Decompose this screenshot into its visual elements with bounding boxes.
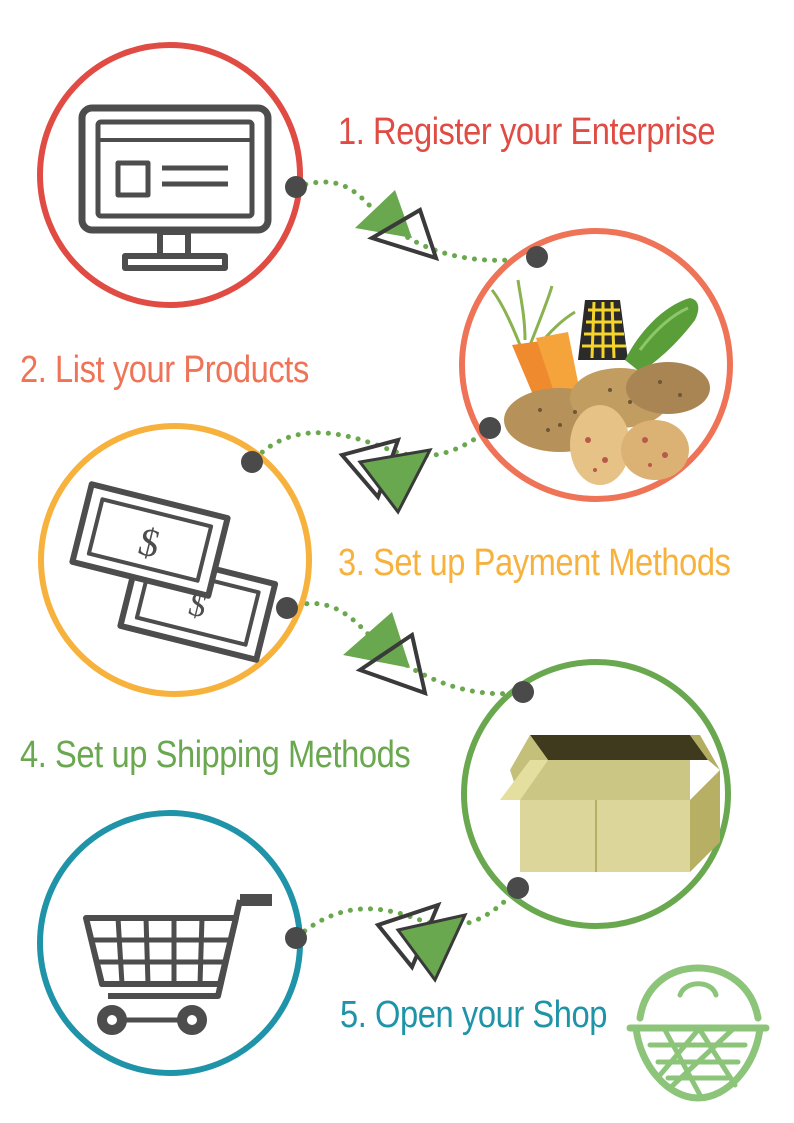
arrow-4-outline-b (395, 912, 468, 983)
arrow-2 (338, 437, 433, 515)
shopping-cart-icon (83, 894, 272, 1035)
step-3-label: 3. Set up Payment Methods (338, 542, 731, 584)
step-1-label: 1. Register your Enterprise (338, 111, 716, 153)
dot-1b (526, 246, 548, 268)
computer-monitor-icon (78, 104, 272, 271)
arrow-2-fill (360, 450, 430, 512)
arrow-1 (355, 190, 440, 262)
arrow-1-outline (367, 207, 440, 262)
dot-3b (512, 681, 534, 703)
arrow-3-outline (355, 631, 428, 697)
step-5-circle (37, 810, 303, 1076)
dot-2a (479, 417, 501, 439)
dot-3a (276, 597, 298, 619)
step-5-label: 5. Open your Shop (340, 994, 608, 1036)
arrow-3-fill (343, 612, 410, 668)
step-2-label: 2. List your Products (20, 349, 309, 391)
dot-4b (285, 927, 307, 949)
connector-3-4 (284, 600, 526, 697)
arrow-4-fill (398, 915, 465, 980)
step-4-label: 4. Set up Shipping Methods (20, 734, 411, 776)
dot-1a (285, 176, 307, 198)
open-box-icon (500, 735, 720, 872)
connector-1-2 (293, 179, 540, 263)
dot-2b (241, 451, 263, 473)
connector-2-3 (249, 425, 493, 465)
arrow-4 (374, 901, 468, 983)
arrow-3 (343, 612, 428, 697)
dot-4a (507, 877, 529, 899)
basket-logo-icon (626, 964, 770, 1102)
arrow-2-outline-b (357, 448, 433, 515)
connector-dots (241, 176, 548, 949)
vegetables-bread-icon (490, 279, 710, 485)
dollar-bills-icon: $ $ (69, 481, 279, 663)
arrow-1-fill (355, 190, 412, 238)
connector-4-5 (293, 885, 521, 941)
